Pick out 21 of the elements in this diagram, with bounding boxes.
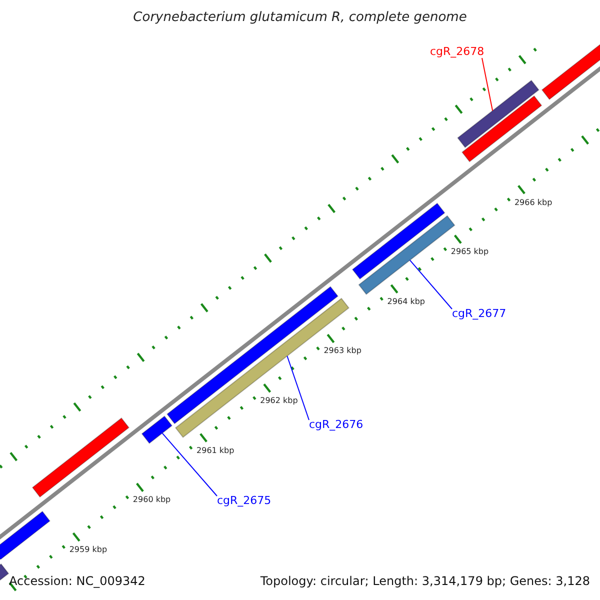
gene-bar [0, 510, 50, 560]
gene-label: cgR_2677 [452, 307, 506, 320]
gene-bar [32, 417, 130, 498]
scale-label: 2962 kbp [260, 396, 298, 406]
gene-bar [141, 416, 173, 444]
gene-label: cgR_2678 [430, 45, 484, 58]
leader-line [162, 432, 218, 496]
leader-line [286, 356, 310, 420]
gene-bar [461, 95, 542, 162]
gene-bar [457, 80, 540, 148]
scale-label: 2966 kbp [514, 198, 552, 207]
genome-info-text: Topology: circular; Length: 3,314,179 bp; Genes: 3,128 [260, 574, 590, 588]
accession-text: Accession: NC_009342 [9, 574, 146, 588]
leader-line [482, 58, 494, 112]
map-title: Corynebacterium glutamicum R, complete genome [132, 10, 468, 25]
scale-label: 2963 kbp [324, 346, 362, 356]
leader-line [409, 260, 452, 310]
gene-label: cgR_2675 [217, 494, 272, 507]
scale-label: 2965 kbp [450, 247, 489, 256]
gene-label: cgR_2676 [309, 418, 364, 431]
gene-bar [352, 202, 446, 280]
